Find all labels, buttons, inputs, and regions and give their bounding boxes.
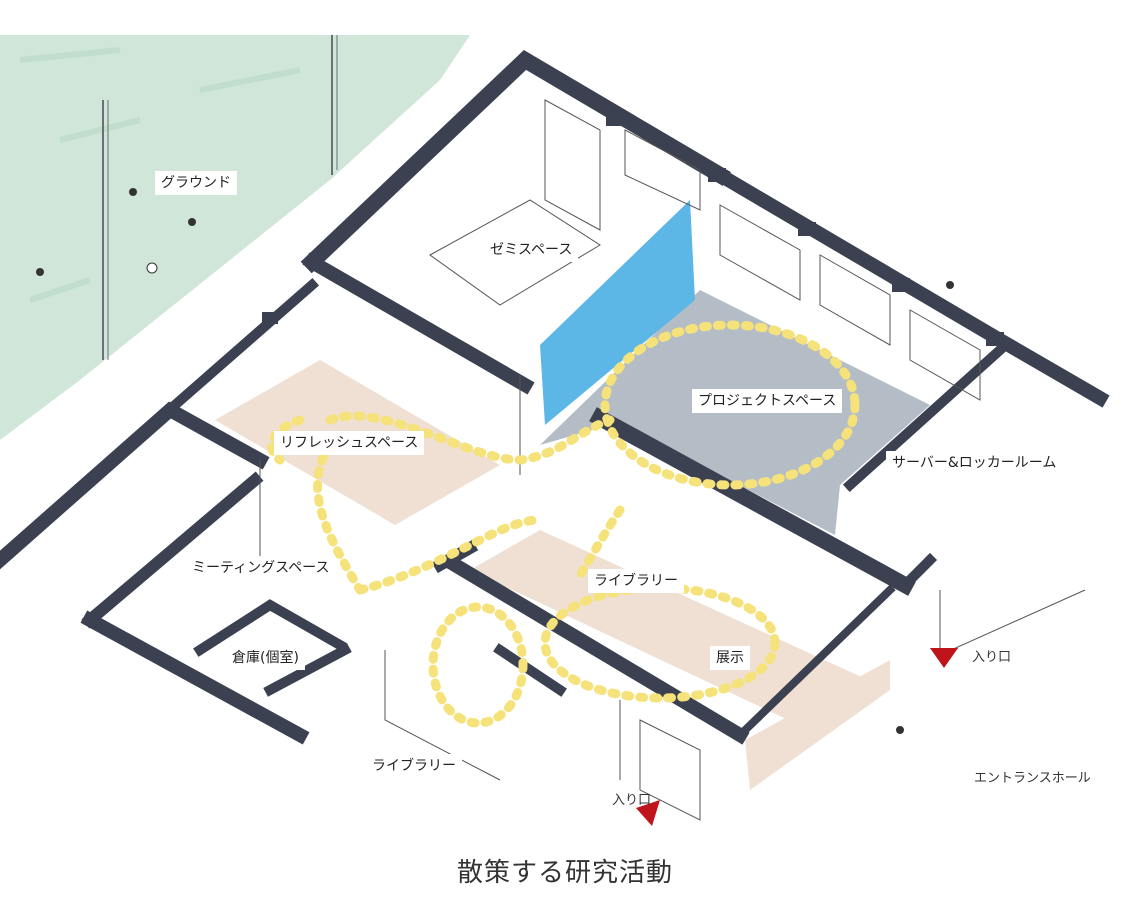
label-entrance-bottom: 入り口	[612, 793, 652, 808]
diagram-caption: 散策する研究活動	[456, 858, 673, 888]
library-floor	[470, 530, 890, 735]
label-project-space: プロジェクトスペース	[692, 389, 843, 413]
zemi-whiteboard	[540, 200, 695, 425]
person-figure	[946, 281, 954, 289]
label-entrance-hall: エントランスホール	[974, 771, 1091, 786]
label-library-lower: ライブラリー	[366, 754, 462, 778]
person-figure	[129, 188, 137, 196]
label-zemi-space: ゼミスペース	[484, 238, 579, 262]
label-meeting-space: ミーティングスペース	[186, 556, 336, 580]
person-figure	[188, 218, 196, 226]
entrance-arrow-bottom	[636, 800, 660, 826]
entrance-arrow-right	[930, 648, 958, 668]
ground-area	[0, 35, 470, 440]
label-library-center: ライブラリー	[588, 569, 684, 593]
entrance-floor	[745, 660, 890, 790]
ball	[146, 262, 158, 274]
person-figure	[36, 268, 44, 276]
label-refresh-space: リフレッシュスペース	[274, 431, 425, 455]
label-server-locker-room: サーバー&ロッカールーム	[886, 451, 1063, 475]
columns	[262, 112, 1004, 346]
label-exhibition: 展示	[710, 646, 750, 670]
label-ground: グラウンド	[155, 171, 237, 195]
label-storage: 倉庫(個室)	[226, 646, 305, 670]
activity-paths	[267, 320, 860, 728]
label-entrance-right: 入り口	[972, 650, 1012, 665]
ground-texture	[19, 47, 301, 303]
person-figure	[896, 726, 904, 734]
